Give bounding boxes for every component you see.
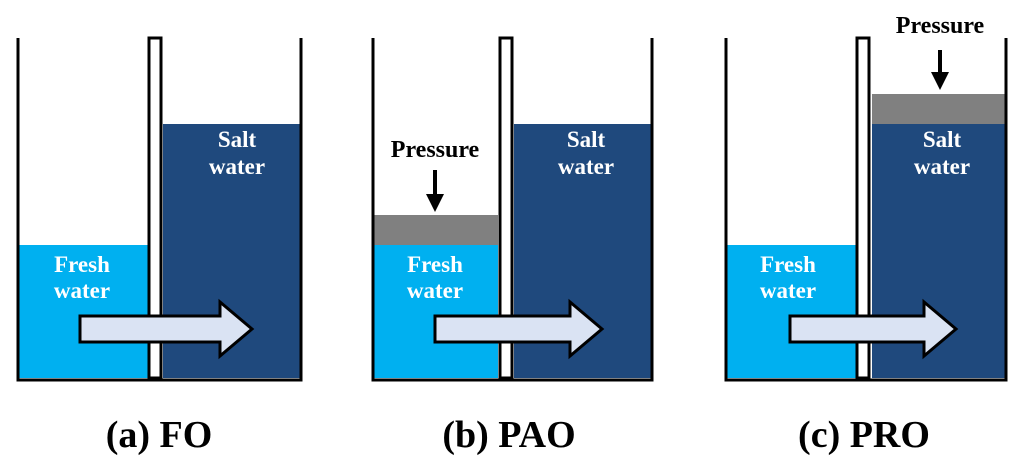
flow-arrow: [788, 298, 959, 360]
salt-water-label-line2: water: [914, 154, 970, 179]
fresh-water-label-line2: water: [760, 278, 816, 303]
flow-arrow: [78, 298, 255, 360]
salt-water-label-line2: water: [209, 154, 265, 179]
fresh-water-fill: [373, 245, 498, 378]
panel-fo: Fresh water Salt water (a) FO: [16, 36, 303, 456]
panel-caption-pro: (c) PRO: [798, 414, 930, 456]
piston: [872, 94, 1006, 124]
salt-water-label-line1: Salt: [218, 127, 257, 152]
salt-water-label-line1: Salt: [567, 127, 606, 152]
fresh-water-fill: [18, 245, 148, 378]
piston: [373, 215, 498, 245]
salt-water-label-line2: water: [558, 154, 614, 179]
fresh-water-label-line1: Fresh: [54, 252, 110, 277]
pressure-label: Pressure: [896, 13, 985, 39]
fresh-water-label-line1: Fresh: [407, 252, 463, 277]
salt-water-label-line1: Salt: [923, 127, 962, 152]
membrane: [498, 36, 514, 380]
fresh-water-label-line2: water: [54, 278, 110, 303]
panel-caption-fo: (a) FO: [106, 414, 213, 456]
membrane: [855, 36, 871, 380]
tank-outline: [724, 38, 1008, 382]
panel-pao: Pressure Fresh water Salt water (b) PAO: [371, 36, 654, 456]
pressure-arrow: [426, 170, 444, 212]
tank-outline: [371, 38, 654, 382]
panel-caption-pao: (b) PAO: [442, 414, 575, 456]
pressure-label: Pressure: [391, 137, 480, 163]
pressure-arrow: [931, 50, 949, 90]
panel-pro: Pressure Fresh water Salt water (c) PRO: [724, 13, 1008, 456]
fresh-water-fill: [726, 245, 856, 378]
fresh-water-label-line1: Fresh: [760, 252, 816, 277]
tank-outline: [16, 38, 303, 382]
membrane: [147, 36, 163, 380]
flow-arrow: [433, 298, 605, 360]
fresh-water-label-line2: water: [407, 278, 463, 303]
